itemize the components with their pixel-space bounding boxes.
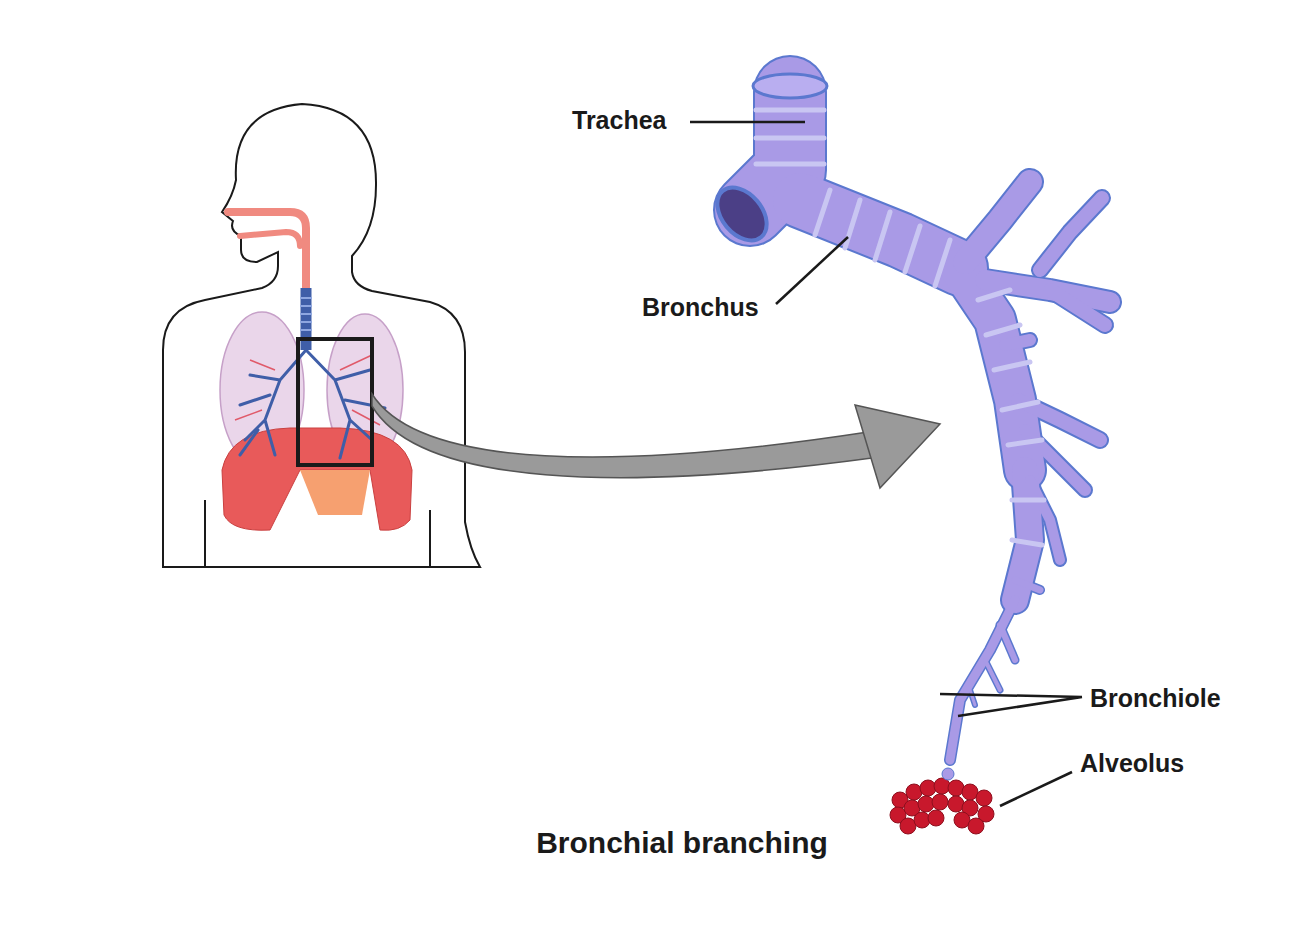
body-figure	[163, 104, 480, 567]
branch	[985, 660, 1000, 690]
trachea-top	[753, 74, 827, 98]
tree-outline	[750, 92, 1110, 760]
bronchial-tree	[707, 74, 1110, 760]
leader-line	[940, 694, 1082, 716]
branch	[970, 690, 975, 705]
diaphragm	[222, 428, 412, 530]
branch	[1030, 480, 1060, 560]
branch	[1005, 340, 1030, 345]
trachea-opening	[707, 178, 776, 250]
airway-mouth	[240, 232, 300, 246]
branch	[1015, 580, 1040, 590]
branch	[965, 182, 1030, 262]
branch	[1000, 625, 1015, 660]
branch	[1040, 198, 1102, 270]
tree-fill	[750, 92, 1110, 760]
arrow-head	[855, 405, 940, 488]
branch	[1000, 625, 1015, 660]
part-label: Alveolus	[1080, 749, 1184, 778]
alveolus-sac	[918, 796, 934, 812]
part-label: Bronchiole	[1090, 684, 1221, 713]
alveolus-sac	[914, 812, 930, 828]
leader-line	[1000, 772, 1072, 806]
alveolus-sac	[968, 818, 984, 834]
heart	[300, 470, 370, 515]
alveolus-sac	[942, 768, 954, 780]
part-label: Bronchus	[642, 293, 759, 322]
alveolus-sac	[932, 794, 948, 810]
leader-line	[776, 237, 848, 304]
airway-nose	[228, 212, 306, 290]
branch	[1050, 290, 1105, 325]
zoom-box	[298, 339, 372, 465]
part-label: Trachea	[572, 106, 667, 135]
alveolus-sac	[906, 784, 922, 800]
zoom-arrow	[372, 394, 940, 488]
branch	[965, 182, 1030, 262]
alveolus-sac	[976, 790, 992, 806]
bronchiole-tube	[950, 600, 1015, 760]
branch	[1040, 198, 1102, 270]
branch	[985, 660, 1000, 690]
alveolus-sac	[928, 810, 944, 826]
diagram-caption: Bronchial branching	[536, 826, 828, 860]
alveoli	[890, 768, 994, 834]
leader-line	[690, 121, 805, 124]
leader-lines	[690, 122, 1082, 806]
ring	[756, 110, 824, 164]
bronchiole-tube	[950, 600, 1015, 760]
vessels-small	[235, 355, 380, 425]
alveolus-sac	[920, 780, 936, 796]
alveolus-sac	[948, 780, 964, 796]
alveolus-sac	[948, 796, 964, 812]
body-outline	[163, 104, 480, 567]
branch	[970, 690, 975, 705]
bronchial-tree-small	[240, 350, 385, 458]
cartilage-rings	[756, 110, 1044, 545]
ring	[978, 290, 1044, 545]
trachea-rings	[300, 298, 312, 338]
branch	[1005, 340, 1030, 345]
ring	[815, 190, 950, 286]
arrow-shaft	[372, 394, 872, 478]
